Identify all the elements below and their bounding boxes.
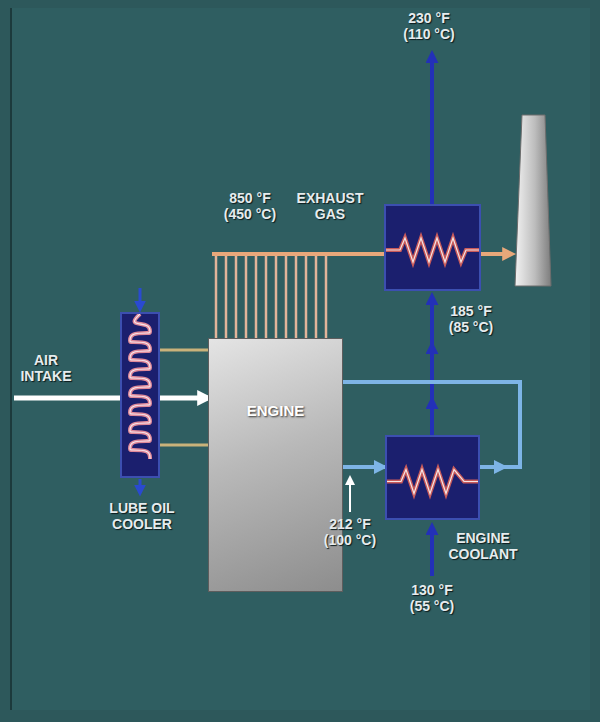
manifold-fin — [245, 254, 248, 338]
water-line — [430, 345, 434, 402]
water-line — [430, 296, 434, 347]
pointer-arrow — [349, 478, 351, 512]
coolant-heat-exchanger: ENGINE COOLANT — [385, 435, 480, 520]
lube-oil-pipe — [160, 349, 208, 352]
panel-edge — [10, 8, 12, 710]
water-line — [430, 54, 434, 206]
exchanger-coil — [386, 238, 479, 262]
exhaust-heat-exchanger — [385, 205, 480, 290]
manifold-fin — [265, 254, 268, 338]
lube-oil-cooler: LUBE OIL COOLER — [120, 312, 160, 478]
node-label: ENGINE — [209, 403, 342, 419]
node-label: LUBE OIL COOLER — [102, 500, 182, 532]
manifold-fin — [315, 254, 318, 338]
cooler-coil — [130, 314, 150, 459]
coolant-line — [343, 465, 385, 469]
water-line — [430, 526, 434, 576]
water-line — [430, 400, 434, 436]
manifold-fin — [275, 254, 278, 338]
lube-oil-pipe — [160, 444, 208, 447]
manifold-fin — [325, 254, 328, 338]
manifold-fin — [235, 254, 238, 338]
flow-label: EXHAUST GAS — [292, 190, 368, 222]
temperature-label: 230 °F (110 °C) — [397, 10, 461, 42]
engine-block: ENGINE — [208, 338, 343, 592]
air-intake-arrow — [160, 396, 210, 401]
air-intake-arrow — [14, 396, 121, 401]
exhaust-pipe — [212, 252, 386, 256]
cooler-coil — [130, 314, 150, 459]
manifold-fin — [255, 254, 258, 338]
lube-oil-flow — [139, 479, 142, 493]
panel — [10, 8, 590, 710]
coil-drawing — [122, 314, 158, 476]
exchanger-coil — [386, 238, 479, 262]
manifold-fin — [285, 254, 288, 338]
lube-oil-flow — [139, 288, 142, 309]
manifold-fin — [305, 254, 308, 338]
node-label: ENGINE COOLANT — [443, 530, 523, 562]
flow-label: AIR INTAKE — [16, 352, 76, 384]
exhaust-stack — [515, 115, 551, 286]
coil-drawing — [387, 437, 478, 518]
exchanger-coil — [387, 470, 478, 494]
manifold-fin — [215, 254, 218, 338]
manifold-fin — [295, 254, 298, 338]
exhaust-pipe — [480, 252, 512, 256]
temperature-label: 850 °F (450 °C) — [218, 190, 282, 222]
exchanger-coil — [387, 470, 478, 494]
temperature-label: 212 °F (100 °C) — [318, 516, 382, 548]
temperature-label: 185 °F (85 °C) — [440, 303, 502, 335]
temperature-label: 130 °F (55 °C) — [400, 582, 464, 614]
manifold-fin — [225, 254, 228, 338]
exhaust-manifold — [216, 254, 326, 338]
